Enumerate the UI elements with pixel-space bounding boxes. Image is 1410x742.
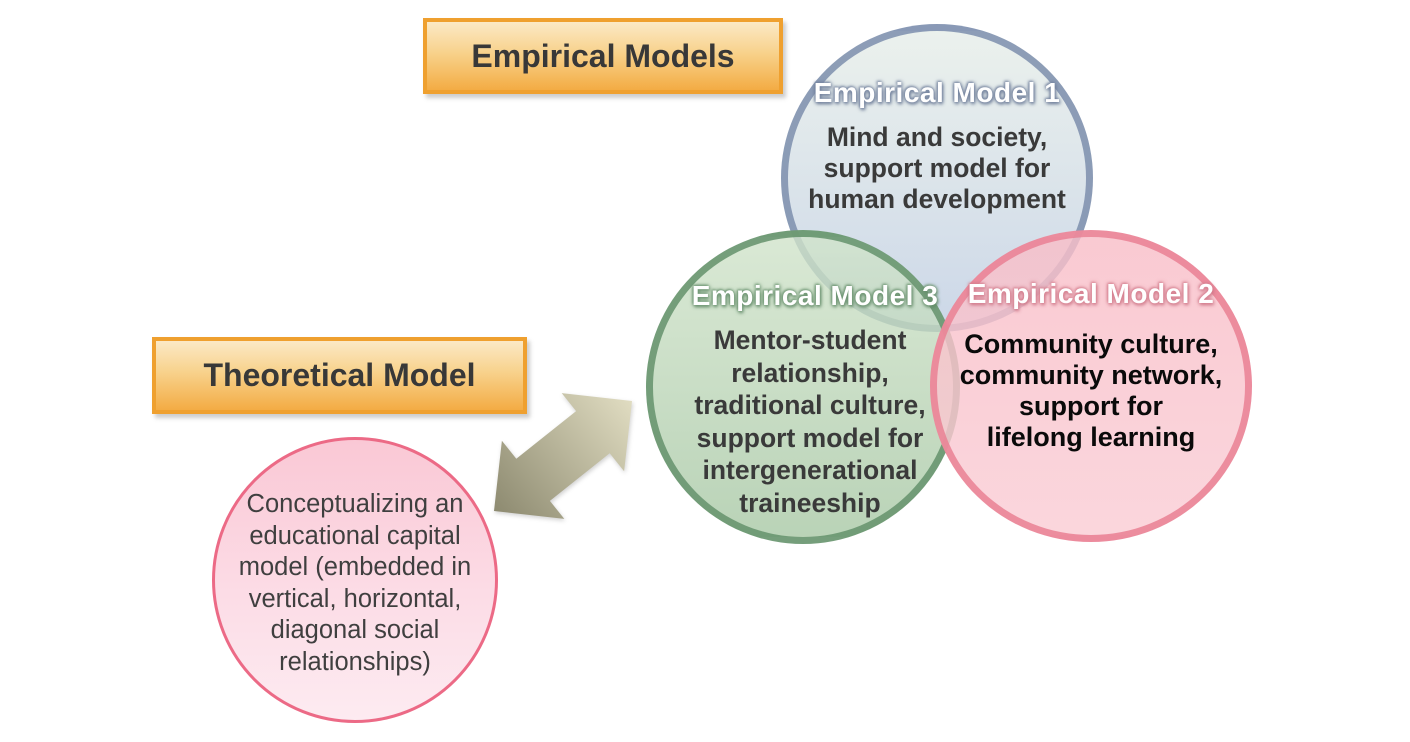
empirical-models-title-box: Empirical Models (423, 18, 783, 94)
theoretical-model-description: Conceptualizing an educational capital m… (238, 490, 472, 676)
empirical-model-3-circle (646, 230, 960, 544)
empirical-model-3-label: Empirical Model 3 (691, 280, 939, 311)
empirical-model-1-label: Empirical Model 1 (813, 77, 1061, 108)
empirical-model-2-circle (930, 230, 1252, 542)
theoretical-model-circle (212, 437, 498, 723)
empirical-model-2-label: Empirical Model 2 (967, 278, 1215, 309)
empirical-model-1-description: Mind and society, support model for huma… (808, 122, 1066, 214)
double-arrow-icon (494, 393, 632, 519)
theoretical-model-title: Theoretical Model (203, 357, 476, 393)
theoretical-model-title-box: Theoretical Model (152, 337, 527, 414)
empirical-model-2-description: Community culture, community network, su… (959, 329, 1223, 452)
empirical-model-3-description: Mentor-student relationship, traditional… (694, 325, 926, 518)
empirical-models-title: Empirical Models (471, 37, 735, 74)
double-arrow-shape (494, 393, 632, 519)
